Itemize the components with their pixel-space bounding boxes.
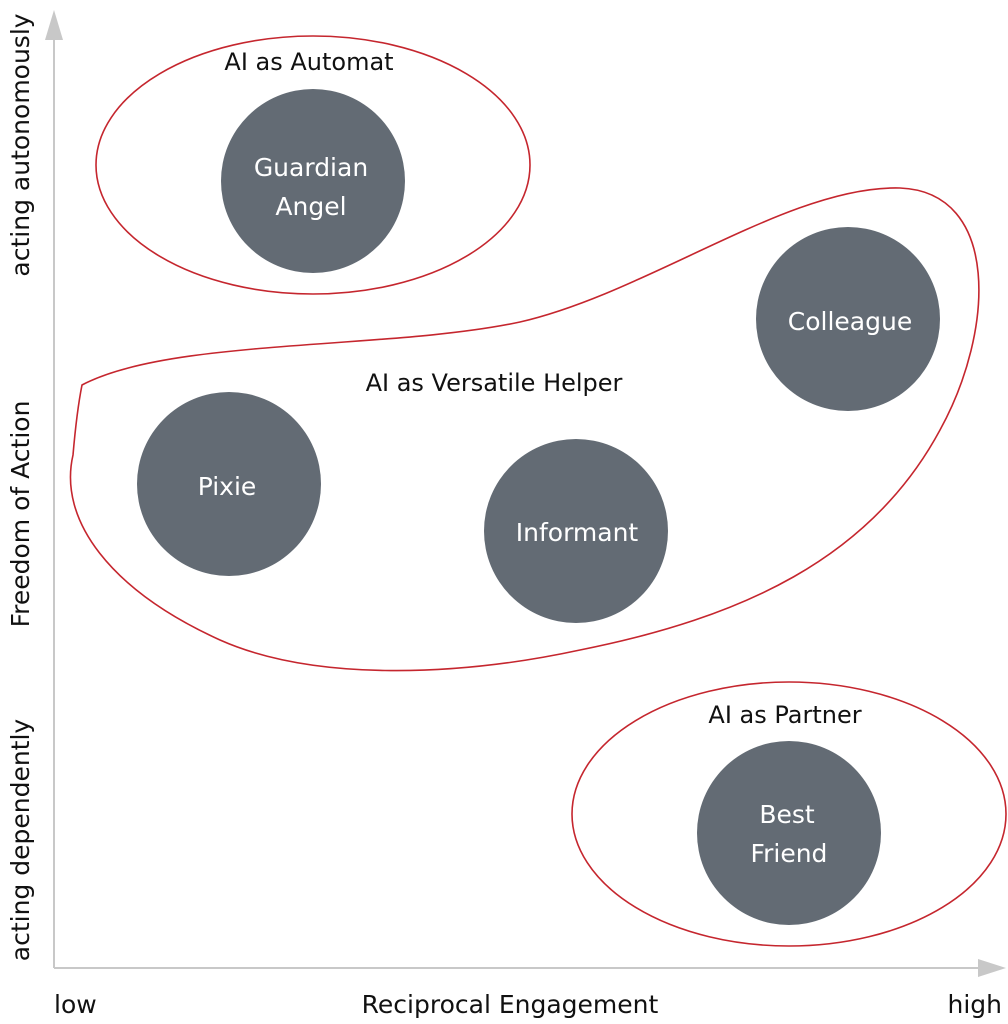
y-axis-high-label: acting autonomously bbox=[6, 13, 35, 276]
role-label-colleague: Colleague bbox=[788, 307, 912, 336]
role-circle-informant bbox=[484, 439, 668, 623]
axes bbox=[45, 10, 1006, 977]
role-label-informant: Informant bbox=[516, 518, 639, 547]
role-label-best-friend-line2: Friend bbox=[751, 839, 828, 868]
x-axis-low-label: low bbox=[54, 990, 97, 1019]
role-label-best-friend-line1: Best bbox=[759, 800, 815, 829]
x-axis-title: Reciprocal Engagement bbox=[362, 990, 659, 1019]
x-axis-high-label: high bbox=[947, 990, 1002, 1019]
x-axis-arrow-icon bbox=[978, 959, 1006, 977]
y-axis-arrow-icon bbox=[45, 10, 63, 40]
group-outline-automat bbox=[95, 35, 531, 295]
role-circle-best-friend bbox=[697, 741, 881, 925]
y-axis-low-label: acting dependently bbox=[6, 719, 35, 962]
role-label-guardian-line1: Guardian bbox=[254, 153, 368, 182]
axis-labels: low Reciprocal Engagement high acting au… bbox=[6, 13, 1002, 1019]
role-circle-colleague bbox=[756, 227, 940, 411]
role-label-pixie: Pixie bbox=[198, 472, 257, 501]
group-title-partner: AI as Partner bbox=[708, 701, 861, 729]
group-title-automat: AI as Automat bbox=[224, 48, 393, 76]
role-circles bbox=[137, 89, 940, 925]
role-labels: Guardian Angel Colleague Pixie Informant… bbox=[198, 153, 913, 868]
role-circle-guardian-angel bbox=[221, 89, 405, 273]
group-title-versatile-helper: AI as Versatile Helper bbox=[366, 369, 623, 397]
group-outlines bbox=[69, 35, 1007, 947]
group-outline-versatile-helper bbox=[69, 187, 980, 672]
group-titles: AI as Automat AI as Versatile Helper AI … bbox=[224, 48, 861, 729]
y-axis-title: Freedom of Action bbox=[6, 401, 35, 628]
group-outline-partner bbox=[571, 681, 1007, 947]
role-label-guardian-line2: Angel bbox=[275, 192, 346, 221]
role-circle-pixie bbox=[137, 392, 321, 576]
